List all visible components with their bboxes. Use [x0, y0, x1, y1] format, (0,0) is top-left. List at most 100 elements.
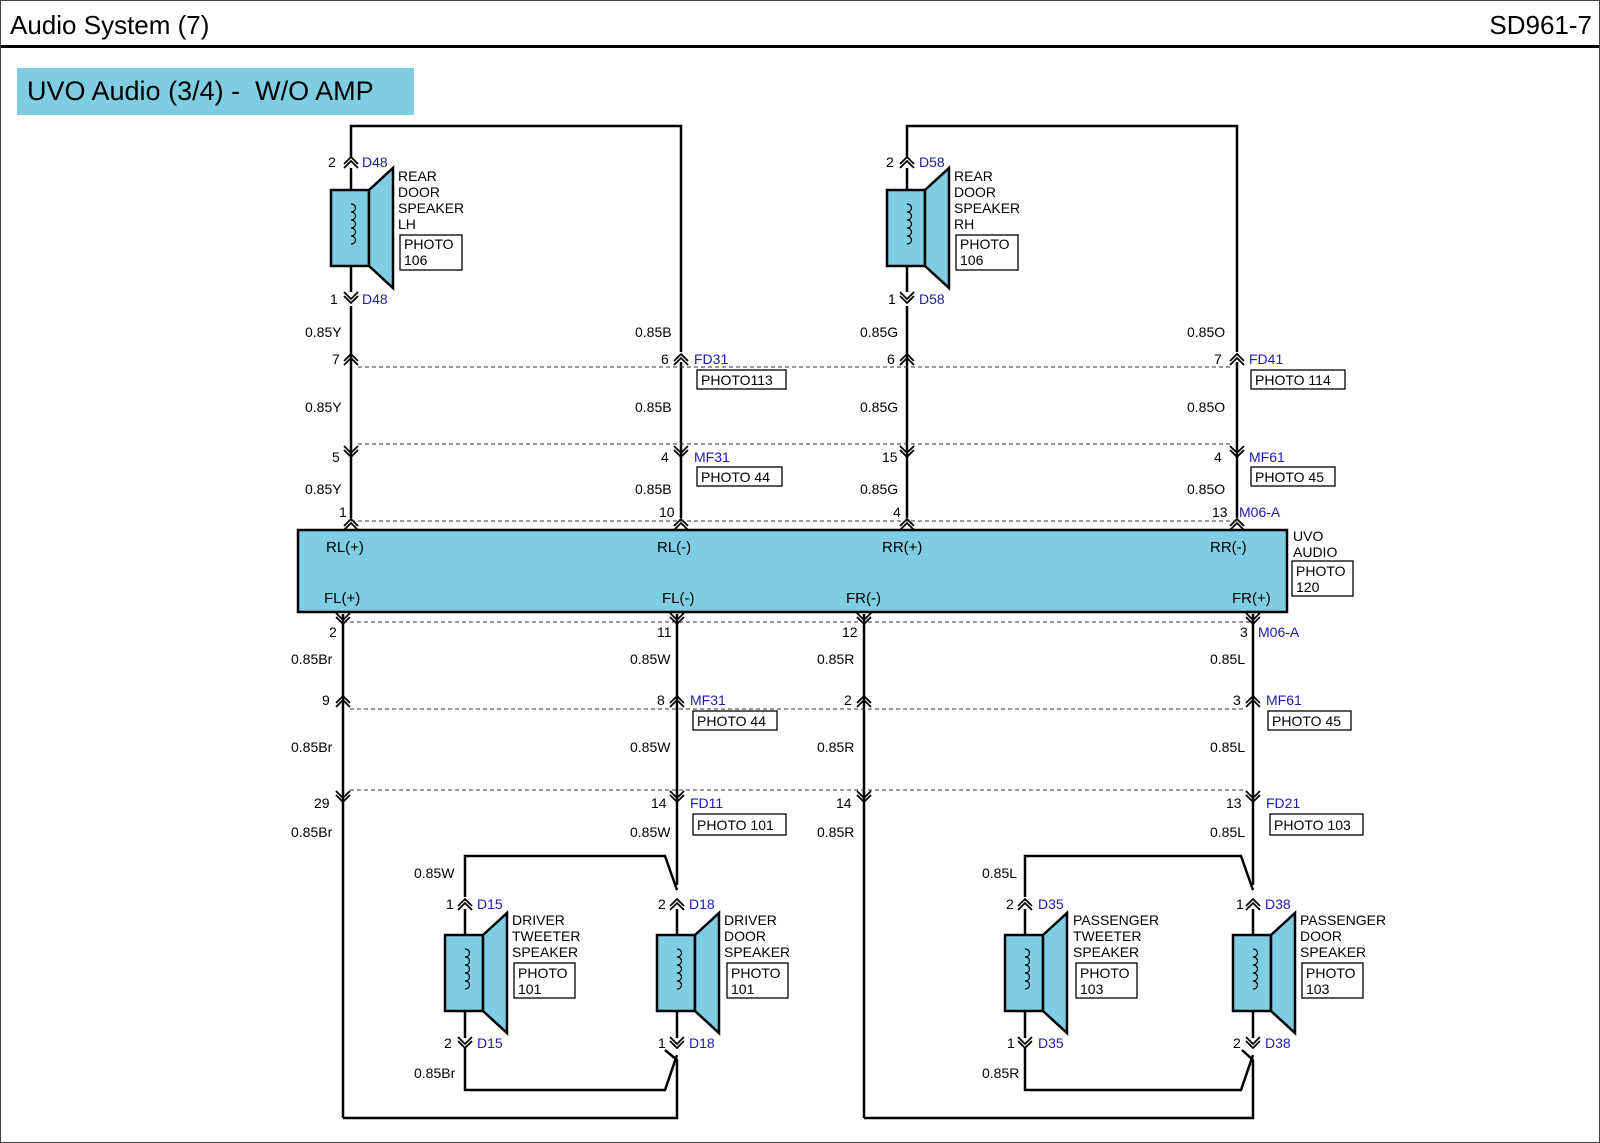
wire-spec: 0.85B: [635, 481, 672, 497]
wire-spec: 0.85Br: [291, 651, 333, 667]
head-unit-name-line: UVO: [1293, 528, 1323, 544]
head-unit-body: [296, 528, 1289, 614]
driver-return-wire: [343, 1049, 679, 1120]
pin-number: 1: [1236, 896, 1244, 912]
pin-number: 1: [1007, 1035, 1015, 1051]
rear-rh-speaker-group: 2 D58 1 D58 REAR DOOR SPEAKER RH PHOTO 1…: [885, 124, 1239, 352]
photo-ref-box: [1250, 369, 1346, 390]
rear-lh-bottom-pin: 1: [330, 291, 338, 307]
wire-spec: 0.85Br: [291, 824, 333, 840]
photo-ref-box: [1075, 962, 1138, 999]
wire-spec: 0.85Br: [291, 739, 333, 755]
pin-number: 2: [658, 896, 666, 912]
connector-up-icon: [669, 898, 685, 911]
wire-spec: 0.85R: [982, 1065, 1019, 1081]
connector-name: D15: [477, 896, 503, 912]
connector-name: D15: [477, 1035, 503, 1051]
photo-ref-label: PHOTO 103: [1274, 817, 1351, 833]
photo-ref-box: [726, 962, 789, 999]
speaker-name-line: REAR: [398, 168, 437, 184]
photo-ref-box: [696, 466, 783, 487]
photo-ref-box: [513, 962, 576, 999]
speaker-name-line: DRIVER: [512, 912, 565, 928]
port-label: RR(+): [882, 539, 922, 556]
wire-spec: 0.85G: [860, 324, 898, 340]
wire-spec: 0.85Br: [414, 1065, 456, 1081]
wire-spec: 0.85W: [630, 824, 671, 840]
pin-number: 1: [658, 1035, 666, 1051]
connector-down-icon: [669, 1036, 685, 1049]
speaker-icon: [329, 166, 395, 290]
connector-name: FD31: [694, 351, 728, 367]
pin-number: 2: [844, 692, 852, 708]
speaker-icon: [443, 911, 509, 1035]
connector-down-icon: [457, 1036, 473, 1049]
wire-spec: 0.85O: [1187, 481, 1225, 497]
photo-ref-box: [692, 710, 778, 731]
pin-number: 13: [1212, 504, 1228, 520]
port-label: FL(-): [662, 590, 695, 607]
diagram-code: SD961-7: [1489, 10, 1592, 40]
driver-top-branch-wire: [463, 854, 679, 897]
rear-lh-loop-wire: [349, 124, 683, 352]
photo-ref-label: PHOTO: [1080, 965, 1130, 981]
speaker-name-line: SPEAKER: [398, 200, 464, 216]
wire-spec: 0.85L: [1210, 651, 1245, 667]
rear-rh-loop-wire: [905, 124, 1239, 352]
speaker-icon: [1003, 911, 1069, 1035]
pin-number: 6: [887, 351, 895, 367]
photo-ref-label: PHOTO 45: [1255, 469, 1324, 485]
photo-ref-label: PHOTO: [1306, 965, 1356, 981]
connector-name: D18: [689, 896, 715, 912]
connector-name: MF31: [694, 449, 730, 465]
photo-ref-number: 101: [731, 981, 755, 997]
pin-number: 15: [882, 449, 898, 465]
photo-ref-box: [696, 369, 787, 390]
pin-number: 10: [659, 504, 675, 520]
speaker-name-line: PASSENGER: [1073, 912, 1159, 928]
speaker-icon: [655, 911, 721, 1035]
photo-ref-box: [1291, 560, 1354, 597]
speaker-name-line: PASSENGER: [1300, 912, 1386, 928]
speaker-name-line: SPEAKER: [512, 944, 578, 960]
speaker-name-line: RH: [954, 216, 974, 232]
connector-name: D35: [1038, 896, 1064, 912]
wire-spec: 0.85B: [635, 324, 672, 340]
photo-ref-number: 106: [404, 252, 428, 268]
photo-ref-label: PHOTO 44: [701, 469, 770, 485]
photo-ref-label: PHOTO: [518, 965, 568, 981]
photo-ref-label: PHOTO 101: [697, 817, 774, 833]
pin-number: 13: [1226, 795, 1242, 811]
pin-number: 2: [1233, 1035, 1241, 1051]
pin-number: 8: [657, 692, 665, 708]
photo-ref-number: 106: [960, 252, 984, 268]
photo-ref-box: [1267, 710, 1352, 731]
rear-lh-top-pin: 2: [328, 154, 336, 170]
photo-ref-label: PHOTO 44: [697, 713, 766, 729]
speaker-name-line: TWEETER: [1073, 928, 1141, 944]
speaker-icon: [885, 166, 951, 290]
connector-down-icon: [1017, 1036, 1033, 1049]
rear-rh-top-connector: D58: [919, 154, 945, 170]
passenger-bottom-branch-wire: [1023, 1048, 1255, 1092]
photo-ref-box: [955, 234, 1019, 271]
rear-rh-bottom-pin: 1: [888, 291, 896, 307]
uvo-audio-head-unit: RL(+) RL(-) RR(+) RR(-) FL(+) FL(-) FR(-…: [296, 528, 1354, 614]
connector-name: MF61: [1266, 692, 1302, 708]
pin-number: 7: [1214, 351, 1222, 367]
pin-number: 4: [661, 449, 669, 465]
rear-rh-bottom-connector: D58: [919, 291, 945, 307]
pin-number: 2: [444, 1035, 452, 1051]
passenger-return-wire: [864, 1049, 1255, 1120]
wire-spec: 0.85Y: [305, 399, 342, 415]
connector-up-icon: [1245, 898, 1261, 911]
connector-name: D18: [689, 1035, 715, 1051]
wire-spec: 0.85W: [414, 865, 455, 881]
pin-number: 4: [1214, 449, 1222, 465]
connector-down-icon: [343, 291, 359, 304]
connector-up-icon: [899, 156, 915, 169]
speaker-name-line: SPEAKER: [724, 944, 790, 960]
photo-ref-label: PHOTO: [404, 236, 454, 252]
photo-ref-number: 101: [518, 981, 542, 997]
speaker-name-line: DOOR: [954, 184, 996, 200]
